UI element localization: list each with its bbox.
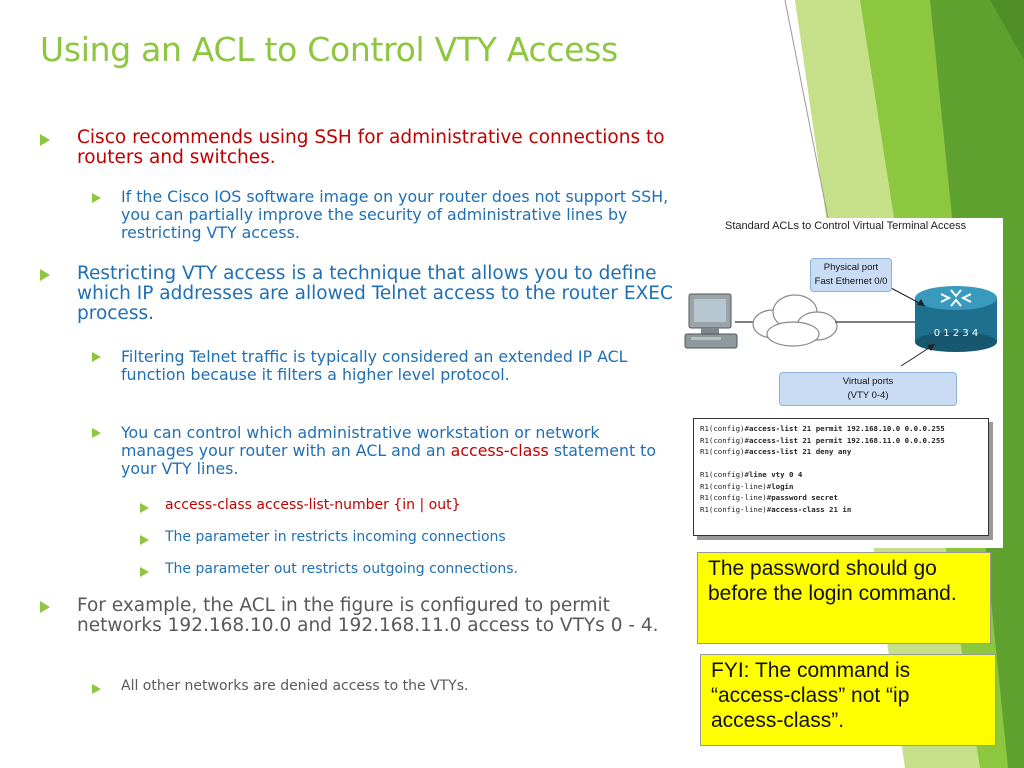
cli-prompt: R1(config)# (700, 424, 749, 433)
cli-blank-line (700, 458, 982, 470)
acl-vty-figure: Standard ACLs to Control Virtual Termina… (683, 218, 1003, 548)
bullet-control-workstation: You can control which administrative wor… (121, 424, 671, 478)
network-diagram: 0 1 2 3 4 (684, 286, 997, 367)
cli-command: access-list 21 permit 192.168.10.0 0.0.0… (748, 424, 945, 433)
bullet-param-out: The parameter out restricts outgoing con… (165, 561, 519, 577)
bullet-ios-no-ssh: If the Cisco IOS software image on your … (121, 187, 669, 242)
bullet-arrow-icon (92, 352, 101, 362)
cli-line: R1(config-line)#access-class 21 in (700, 504, 982, 516)
cli-command: access-list 21 deny any (748, 447, 852, 456)
bullet-arrow-icon (92, 684, 101, 694)
bullet-control-text-a: You can control which administrative wor… (121, 423, 600, 460)
physical-port-line1: Physical port (823, 262, 879, 273)
cli-prompt: R1(config-line)# (700, 493, 772, 502)
physical-port-label: Physical port Fast Ethernet 0/0 (810, 258, 892, 292)
cli-command: password secret (771, 493, 838, 502)
bullet-arrow-icon (92, 193, 101, 203)
cloud-icon (752, 294, 838, 347)
cli-command: login (771, 481, 794, 491)
bullet-arrow-icon (40, 601, 50, 613)
cli-config-box: R1(config)#access-list 21 permit 192.168… (693, 418, 989, 536)
virtual-ports-line1: Virtual ports (842, 376, 894, 387)
arrow-head (917, 299, 925, 306)
decor-top-strip (990, 0, 1024, 60)
decor-thin-line (784, 0, 829, 219)
bullet-arrow-icon (140, 567, 149, 577)
cli-line: R1(config-line)#login (700, 481, 982, 493)
bullet-arrow-icon (92, 428, 101, 438)
cli-prompt: R1(config)# (700, 435, 749, 445)
router-icon: 0 1 2 3 4 (915, 286, 997, 352)
cli-command: access-class 21 in (771, 504, 852, 514)
fyi-note-callout: FYI: The command is “access-class” not “… (700, 654, 996, 746)
cli-command: access-list 21 permit 192.168.11.0 0.0.0… (748, 435, 945, 445)
cli-line: R1(config-line)#password secret (700, 492, 982, 504)
bullet-filtering-telnet: Filtering Telnet traffic is typically co… (121, 347, 628, 384)
cli-command: line vty 0 4 (748, 470, 803, 479)
virtual-ports-line2: (VTY 0-4) (847, 390, 889, 401)
bullet-control-text-c: statement to your VTY lines. (121, 440, 657, 478)
bullet-ssh-recommendation: Cisco recommends using SSH for administr… (77, 127, 665, 168)
cli-line: R1(config)#line vty 0 4 (700, 469, 982, 481)
bullet-param-in: The parameter in restricts incoming conn… (165, 529, 506, 545)
cli-prompt: R1(config)# (700, 447, 749, 456)
bullet-example-acl: For example, the ACL in the figure is co… (77, 595, 659, 636)
bullet-arrow-icon (140, 503, 149, 513)
virtual-ports-label: Virtual ports (VTY 0-4) (779, 372, 957, 406)
cli-line: R1(config)#access-list 21 permit 192.168… (700, 435, 982, 447)
cli-prompt: R1(config-line)# (700, 504, 772, 514)
figure-title: Standard ACLs to Control Virtual Termina… (725, 220, 967, 232)
cli-prompt: R1(config-line)# (700, 481, 772, 491)
workstation-icon (684, 293, 738, 349)
cli-line: R1(config)#access-list 21 deny any (700, 446, 982, 458)
router-port-numbers: 0 1 2 3 4 (934, 328, 979, 339)
slide-title: Using an ACL to Control VTY Access (40, 30, 618, 69)
bullet-other-denied: All other networks are denied access to … (121, 678, 469, 694)
bullet-access-class-syntax: access-class access-list-number {in | ou… (165, 497, 461, 513)
bullet-arrow-icon (40, 134, 50, 146)
bullet-arrow-icon (140, 535, 149, 545)
cli-line: R1(config)#access-list 21 permit 192.168… (700, 423, 982, 435)
physical-port-line2: Fast Ethernet 0/0 (814, 276, 888, 287)
password-note-callout: The password should go before the login … (697, 552, 991, 644)
bullet-arrow-icon (40, 269, 50, 281)
cli-prompt: R1(config)# (700, 470, 749, 479)
arrow-head (927, 344, 935, 351)
access-class-keyword: access-class (450, 440, 549, 460)
bullet-restricting-vty: Restricting VTY access is a technique th… (77, 263, 673, 324)
